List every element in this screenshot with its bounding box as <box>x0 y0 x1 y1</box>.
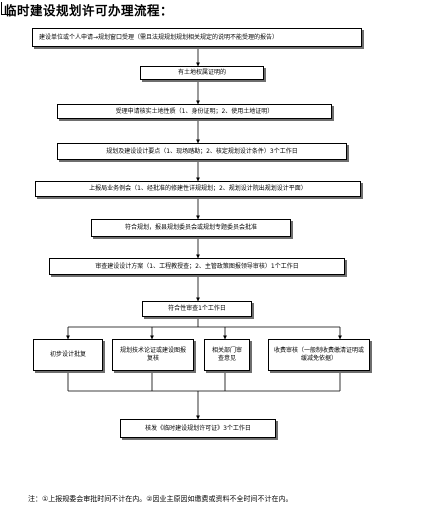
step-verify-land-label: 受理申请核实土地性质（1、身份证明；2、使用土地证明） <box>115 107 274 115</box>
step-land-ownership-label: 有土地权属证明的 <box>177 69 226 76</box>
footnote: 注：①上报规委会审批时间不计在内。②因业主原因如缴费或资料不全时间不计在内。 <box>28 495 293 503</box>
step-verify-land: 受理申请核实土地性质（1、身份证明；2、使用土地证明） <box>57 104 332 119</box>
branch-fee-review: 收费审核（一般制收费缴清证明或缓减免依据） <box>268 339 370 371</box>
step-compliance-review: 符合性审查1个工作日 <box>142 301 252 317</box>
step-apply-accept-label: 建设单位或个人申请→规划窗口受理（需且法规规划规划相关规定的说明不能受理的报告） <box>39 33 279 41</box>
branch-department-opinion: 相关部门审查意见 <box>204 339 250 371</box>
branch-technical-review: 规划技术论证或建设图报复核 <box>112 339 194 371</box>
step-design-points-label: 规划及建设设计要点（1、现场踏勘；2、核定规划设计条件）3个工作日 <box>106 147 298 155</box>
step-apply-accept: 建设单位或个人申请→规划窗口受理（需且法规规划规划相关规定的说明不能受理的报告） <box>32 28 362 47</box>
page-title: 临时建设规划许可办理流程： <box>4 3 174 18</box>
step-review-scheme-label: 审查建设设计方案（1、工程教授查；2、主管政策图报领导审核）1个工作日 <box>95 262 299 270</box>
step-committee-approval: 符合规划，报县规划委员会或规划专题委员会批准 <box>91 219 291 237</box>
step-land-ownership: 有土地权属证明的 <box>140 66 264 80</box>
title-corner-mark <box>1 2 10 15</box>
step-business-meeting-label: 上报局业务例会（1、经批准的修建性详规规划；2、规划设计院出规划设计平面） <box>89 185 307 192</box>
branch-preliminary-design: 初步设计批复 <box>33 339 103 371</box>
step-review-scheme: 审查建设设计方案（1、工程教授查；2、主管政策图报领导审核）1个工作日 <box>49 258 345 275</box>
step-business-meeting: 上报局业务例会（1、经批准的修建性详规规划；2、规划设计院出规划设计平面） <box>35 181 361 197</box>
step-committee-approval-label: 符合规划，报县规划委员会或规划专题委员会批准 <box>124 224 257 231</box>
branch-fee-review-label: 收费审核（一般制收费缴清证明或缓减免依据） <box>274 347 365 362</box>
branch-technical-review-label: 规划技术论证或建设图报复核 <box>119 347 186 362</box>
branch-preliminary-design-label: 初步设计批复 <box>49 351 86 358</box>
step-compliance-review-label: 符合性审查1个工作日 <box>168 305 226 312</box>
step-design-points: 规划及建设设计要点（1、现场踏勘；2、核定规划设计条件）3个工作日 <box>57 143 347 160</box>
step-issue-permit-label: 核发《临时建设规划许可证》3个工作日 <box>145 424 251 432</box>
step-issue-permit: 核发《临时建设规划许可证》3个工作日 <box>120 419 276 438</box>
branch-department-opinion-label: 相关部门审查意见 <box>211 347 242 362</box>
